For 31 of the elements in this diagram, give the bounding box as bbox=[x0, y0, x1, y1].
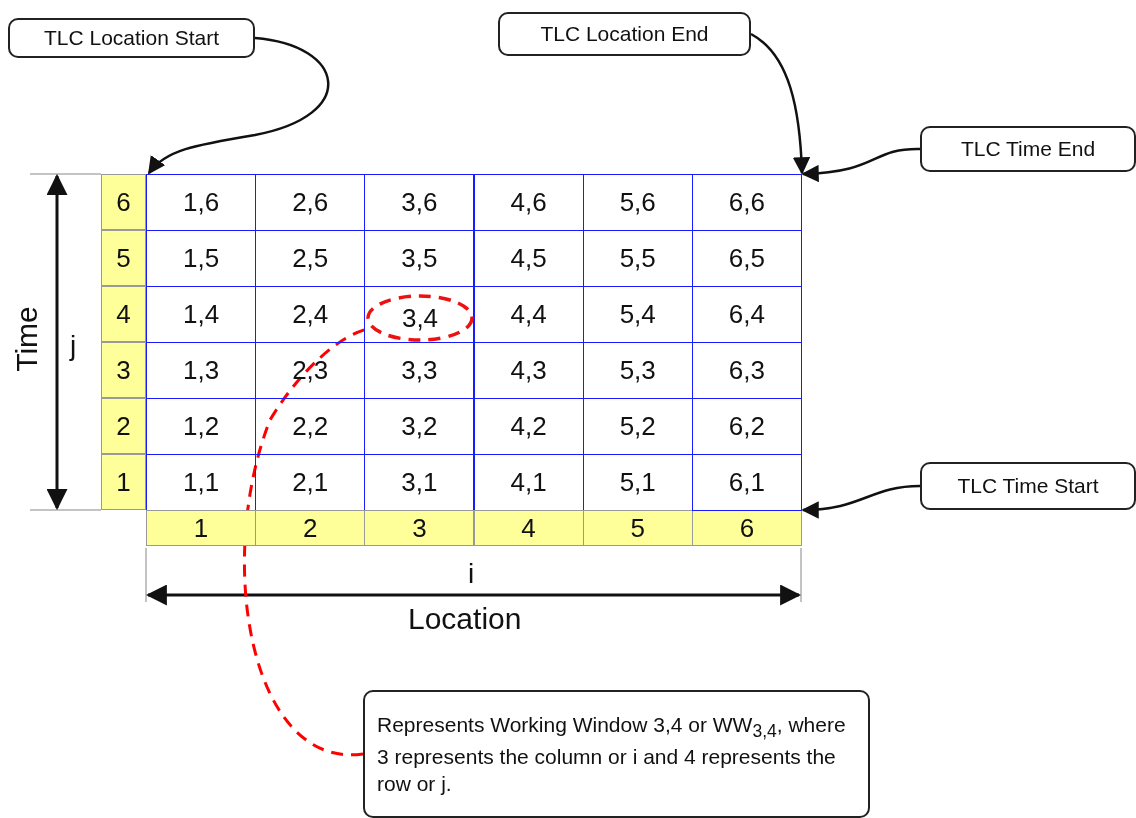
callout-box: TLC Location Start bbox=[8, 18, 255, 58]
axis-label: Time bbox=[9, 306, 44, 372]
callout-box: TLC Time Start bbox=[920, 462, 1136, 510]
grid-cell: 4,6 bbox=[473, 174, 584, 231]
dashed-ellipse: 3,4 bbox=[366, 294, 474, 342]
curved-arrow bbox=[147, 36, 330, 175]
column-number-cell: 6 bbox=[691, 510, 802, 546]
grid-cell: 6,6 bbox=[691, 174, 802, 231]
row-number-cell: 1 bbox=[101, 454, 146, 510]
curved-arrow bbox=[750, 32, 811, 175]
column-number-cell: 2 bbox=[255, 510, 366, 546]
callout-box: TLC Location End bbox=[498, 12, 751, 56]
grid-cell: 3,6 bbox=[364, 174, 475, 231]
row-number-cell: 5 bbox=[101, 230, 146, 286]
column-number-cell: 3 bbox=[364, 510, 475, 546]
column-number-cell: 4 bbox=[473, 510, 584, 546]
column-number-cell: 1 bbox=[146, 510, 257, 546]
axis-label: Location bbox=[408, 602, 522, 636]
row-number-cell: 6 bbox=[101, 174, 146, 230]
callout-box: TLC Time End bbox=[920, 126, 1136, 172]
index-label: j bbox=[70, 330, 77, 362]
grid-cell: 1,6 bbox=[146, 174, 257, 231]
row-number-cell: 2 bbox=[101, 398, 146, 454]
grid-cell: 6,1 bbox=[691, 454, 802, 511]
column-number-cell: 5 bbox=[582, 510, 693, 546]
row-number-cell: 3 bbox=[101, 342, 146, 398]
curved-arrow bbox=[801, 147, 921, 182]
index-label: i bbox=[468, 558, 475, 590]
callout-box: Represents Working Window 3,4 or WW$_{3,4}$, where 3 represents the column or i and 4 represents the row or j. bbox=[363, 690, 870, 818]
curved-arrow bbox=[801, 484, 921, 519]
row-number-cell: 4 bbox=[101, 286, 146, 342]
